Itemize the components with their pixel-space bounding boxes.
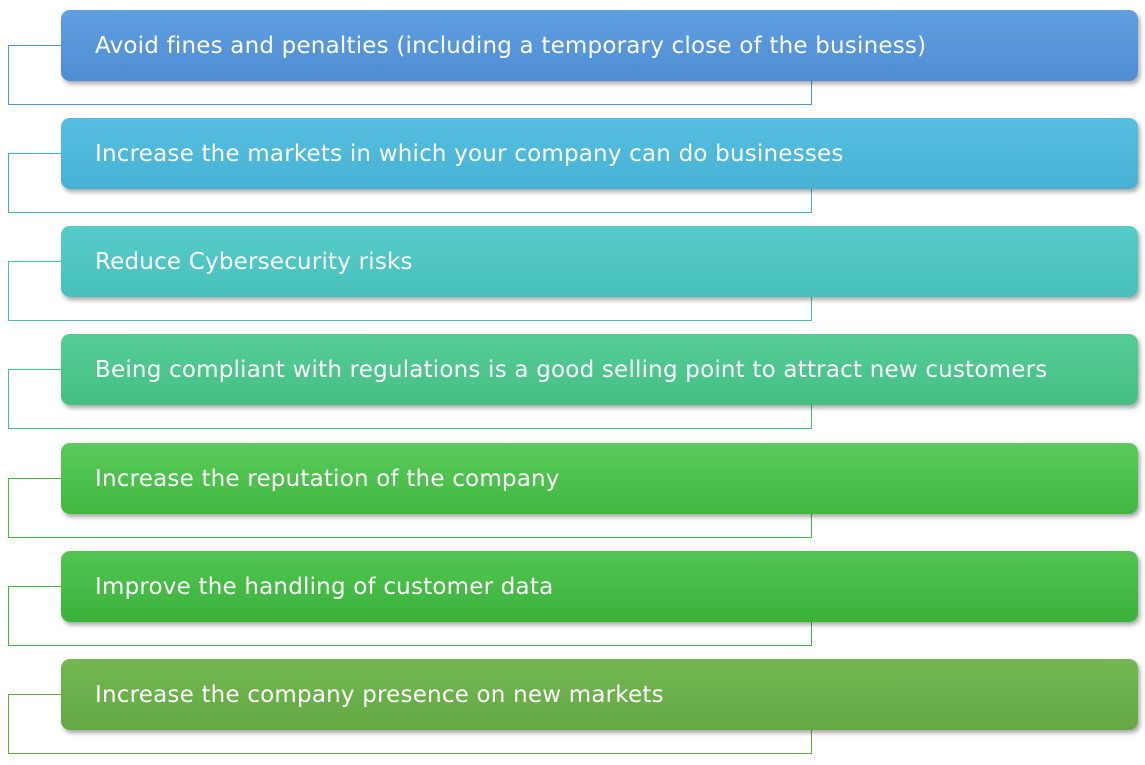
benefit-bar: Increase the reputation of the company <box>61 443 1138 514</box>
benefit-label: Reduce Cybersecurity risks <box>95 248 413 275</box>
benefit-label: Improve the handling of customer data <box>95 573 554 600</box>
benefit-label: Being compliant with regulations is a go… <box>95 356 1048 383</box>
list-item: Being compliant with regulations is a go… <box>0 334 1145 432</box>
benefit-bar: Reduce Cybersecurity risks <box>61 226 1138 297</box>
benefit-bar: Improve the handling of customer data <box>61 551 1138 622</box>
benefit-label: Increase the reputation of the company <box>95 465 560 492</box>
benefit-label: Increase the markets in which your compa… <box>95 140 844 167</box>
benefit-bar: Increase the company presence on new mar… <box>61 659 1138 730</box>
list-item: Improve the handling of customer data <box>0 551 1145 649</box>
benefit-bar: Avoid fines and penalties (including a t… <box>61 10 1138 81</box>
list-item: Increase the company presence on new mar… <box>0 659 1145 757</box>
list-item: Increase the markets in which your compa… <box>0 118 1145 216</box>
list-item: Avoid fines and penalties (including a t… <box>0 10 1145 108</box>
benefit-bar: Being compliant with regulations is a go… <box>61 334 1138 405</box>
list-item: Increase the reputation of the company <box>0 443 1145 541</box>
benefit-bar: Increase the markets in which your compa… <box>61 118 1138 189</box>
benefit-label: Increase the company presence on new mar… <box>95 681 664 708</box>
benefit-label: Avoid fines and penalties (including a t… <box>95 32 927 59</box>
list-item: Reduce Cybersecurity risks <box>0 226 1145 324</box>
